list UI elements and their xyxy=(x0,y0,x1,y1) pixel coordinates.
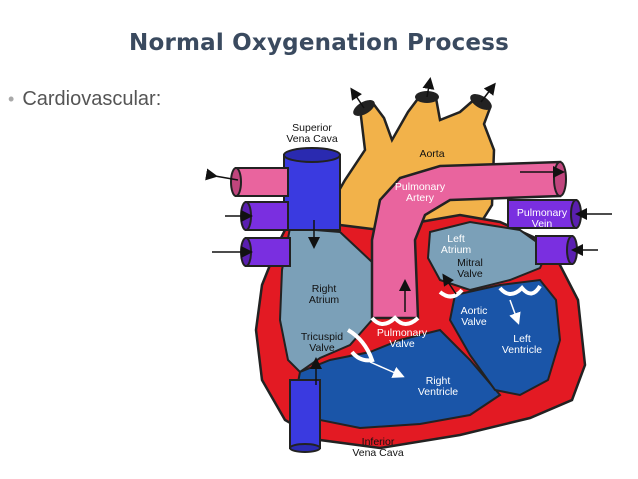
right-pulmonary-artery-branch xyxy=(235,167,289,197)
right-pulmonary-vein-upper xyxy=(245,201,289,231)
inferior-vena-cava xyxy=(289,379,321,449)
left-atrium xyxy=(426,220,550,292)
pulmonary-valve-shape xyxy=(370,315,420,326)
arrow-rv xyxy=(369,361,405,378)
tricuspid-valve-shape xyxy=(346,328,375,363)
arrow-aorta-2 xyxy=(422,77,435,98)
mitral-valve-shape xyxy=(498,284,542,296)
arrow-aorta-1 xyxy=(350,87,365,109)
slide-title: Normal Oxygenation Process xyxy=(129,30,509,56)
left-ventricle xyxy=(448,278,562,397)
bullet-text: Cardiovascular: xyxy=(22,88,162,110)
arrow-aortic xyxy=(442,273,457,295)
label-aorta: Aorta xyxy=(419,148,444,160)
bullet-item: • Cardiovascular: xyxy=(8,88,161,111)
aortic-valve-shape xyxy=(438,288,464,299)
bullet-dot: • xyxy=(8,89,15,109)
arrow-out-lung-left xyxy=(205,168,239,181)
right-pulmonary-vein-lower xyxy=(245,237,291,267)
superior-vena-cava xyxy=(283,154,341,231)
arrow-aorta-3 xyxy=(480,82,496,103)
arrow-lv xyxy=(509,299,521,325)
left-pulmonary-vein-upper xyxy=(507,199,577,229)
